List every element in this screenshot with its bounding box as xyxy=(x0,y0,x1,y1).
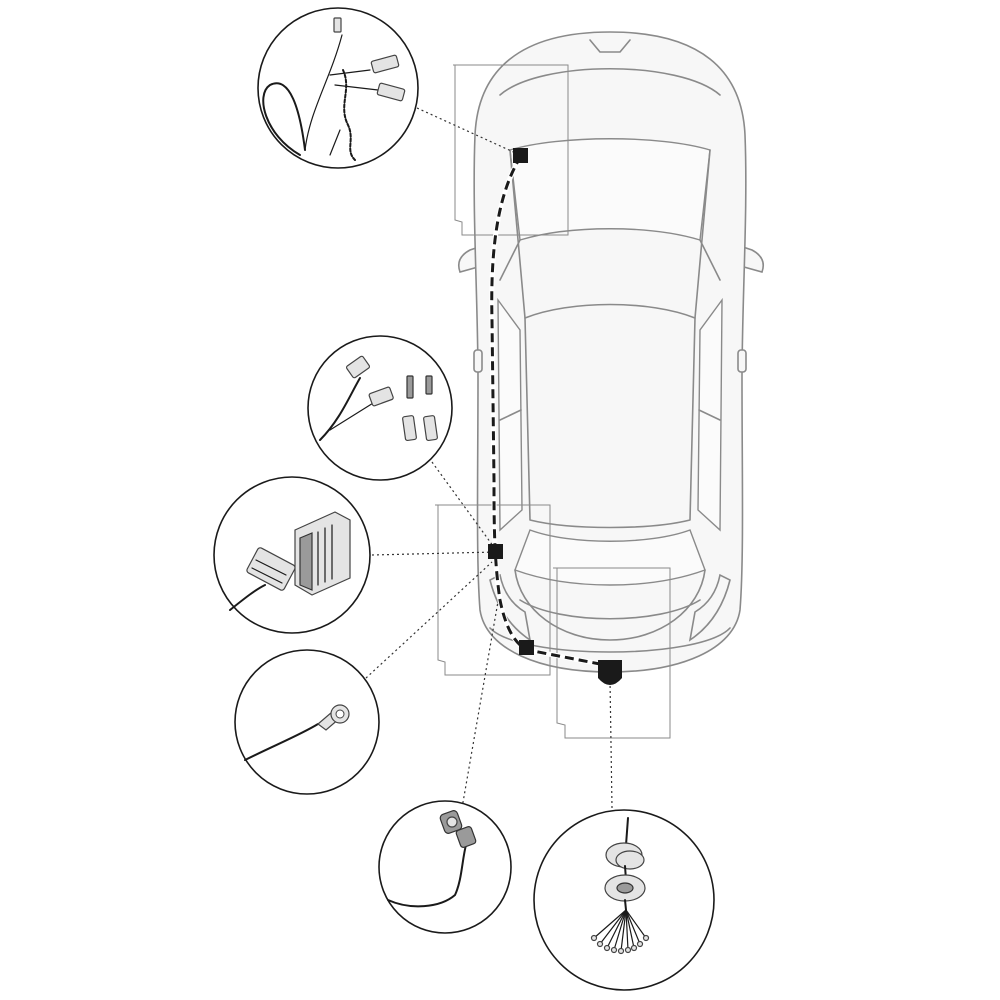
roof-panel xyxy=(524,303,696,529)
callout-tow-bar-socket[interactable] xyxy=(533,809,715,991)
rear-left-connection-node xyxy=(519,640,534,655)
mid-left-connection-node xyxy=(488,544,503,559)
car-outline xyxy=(457,31,765,673)
callout-lamp-socket-adapter[interactable] xyxy=(378,800,512,934)
callout-power-feed-wires[interactable] xyxy=(257,7,419,169)
mid-zone-box xyxy=(435,504,551,676)
wiring-harness xyxy=(489,154,606,668)
tow-socket-mount-node xyxy=(598,660,622,685)
spade-terminals-icon xyxy=(319,355,438,442)
right-rear-lamp xyxy=(688,573,731,642)
wire-with-spade-connectors-icon xyxy=(262,17,406,161)
ring-terminal-icon xyxy=(244,704,350,761)
harness-route xyxy=(490,155,606,667)
tailgate xyxy=(514,569,706,641)
multi-pin-connector-icon xyxy=(229,511,351,611)
front-left-connection-node xyxy=(513,148,528,163)
rear-zone-box xyxy=(553,567,671,739)
callout-ground-ring-terminal[interactable] xyxy=(234,649,380,795)
socket-pin-fan xyxy=(590,909,650,955)
windscreen xyxy=(509,138,711,241)
leader-lines xyxy=(365,107,613,809)
left-door-handle xyxy=(473,349,483,373)
zone-outlines xyxy=(435,64,671,739)
front-zone-box xyxy=(453,64,569,236)
callout-spade-connectors[interactable] xyxy=(307,335,453,481)
tow-socket-with-pins-icon xyxy=(590,817,650,955)
right-door-handle xyxy=(737,349,747,373)
callout-multi-pin-module[interactable] xyxy=(213,476,371,634)
lamp-socket-icon xyxy=(387,810,477,908)
